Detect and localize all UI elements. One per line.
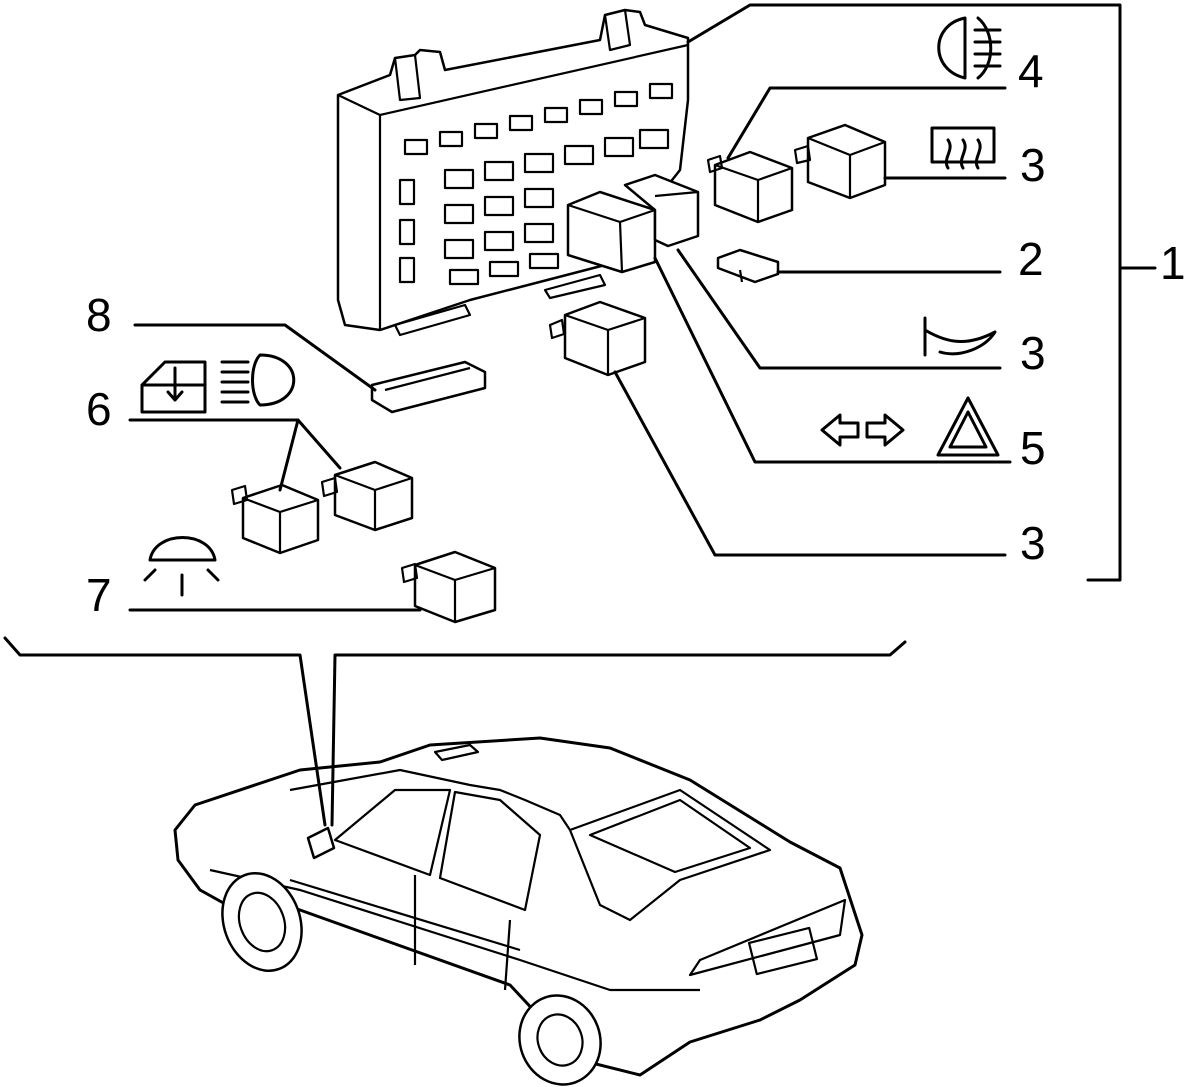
turn-signal-arrows-icon [820, 413, 905, 447]
callout-8: 8 [86, 289, 112, 341]
hazard-warning-icon [936, 396, 1000, 457]
fuse-slots [398, 82, 674, 286]
relay-3-lower [548, 300, 647, 377]
leader-lines [3, 3, 1157, 827]
callout-5: 5 [1020, 422, 1046, 474]
callout-3-horn: 3 [1020, 327, 1046, 379]
relay-7 [400, 550, 497, 624]
relay-6b [320, 460, 414, 532]
callout-7: 7 [86, 569, 112, 621]
callout-3-defroster: 3 [1020, 139, 1046, 191]
rear-defroster-icon [930, 126, 996, 170]
relay-on-box-2 [623, 173, 700, 248]
horn-icon [923, 316, 997, 357]
fuse-box-unit [336, 8, 690, 337]
interior-light-icon [143, 536, 220, 597]
relay-3-top [793, 123, 887, 200]
high-beam-icon [220, 353, 296, 407]
callout-2: 2 [1018, 233, 1044, 285]
callout-6: 6 [86, 383, 112, 435]
fuse-2 [716, 248, 780, 284]
power-window-icon [140, 360, 207, 414]
relay-4 [706, 150, 794, 224]
callout-4: 4 [1018, 45, 1044, 97]
callout-3-lower: 3 [1020, 517, 1046, 569]
fog-light-icon [937, 16, 1002, 80]
connector-8 [370, 360, 487, 414]
relay-on-box-1 [566, 190, 657, 274]
relay-6a [230, 483, 320, 555]
car-illustration [173, 736, 864, 1086]
callout-1: 1 [1160, 237, 1186, 289]
